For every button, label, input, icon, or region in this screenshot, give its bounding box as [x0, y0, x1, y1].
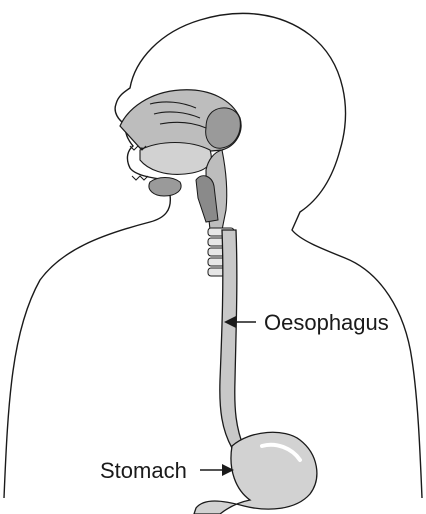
stomach-pointer [200, 464, 234, 476]
stomach-label: Stomach [100, 458, 187, 483]
tongue [140, 143, 211, 175]
stomach [194, 432, 317, 514]
oesophagus-tube [220, 230, 244, 448]
oesophagus-label: Oesophagus [264, 310, 389, 335]
sublingual-gland [149, 178, 181, 197]
